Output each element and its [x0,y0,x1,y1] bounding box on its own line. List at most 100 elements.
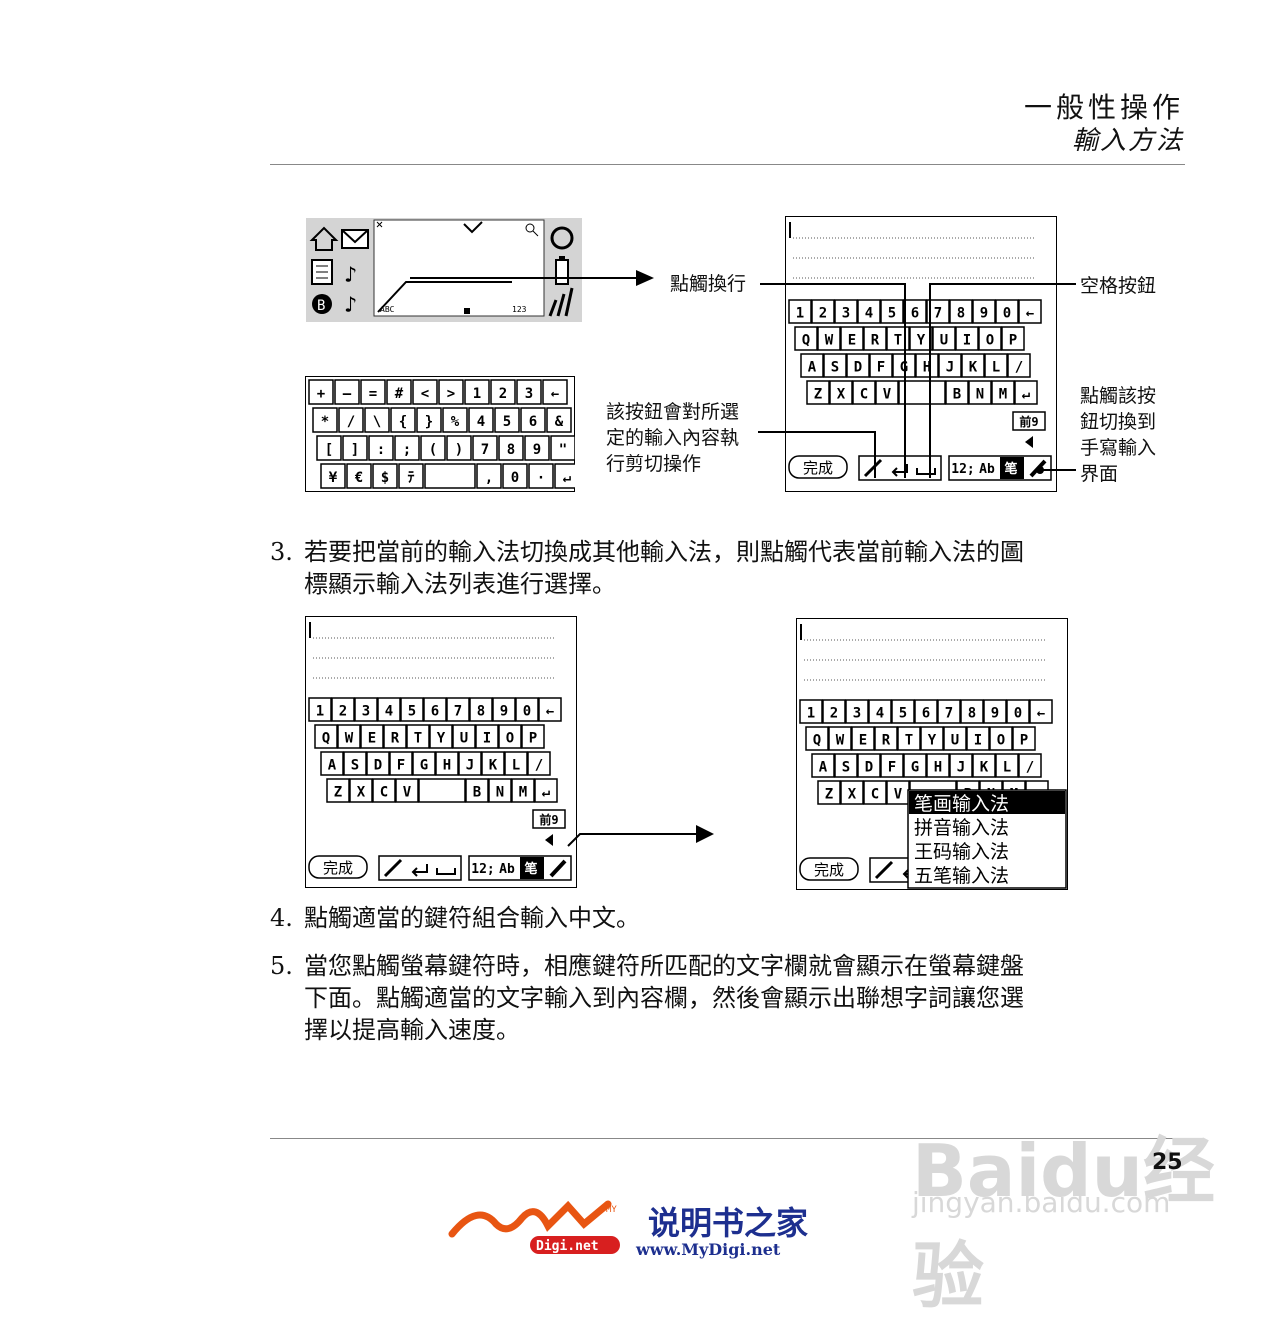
key[interactable]: 1 [788,299,812,324]
key[interactable]: C [863,780,887,805]
key[interactable]: P [521,724,545,749]
space-icon[interactable] [916,468,936,475]
key[interactable]: 4 [377,697,401,722]
done-button[interactable]: 完成 [799,857,859,881]
key[interactable]: 8 [949,299,973,324]
key[interactable]: R [863,326,887,351]
key[interactable]: 9 [492,697,516,722]
key[interactable]: M [511,778,535,803]
key[interactable]: / [338,407,364,433]
key[interactable]: ¥ [320,463,346,489]
key[interactable]: X [829,380,853,405]
key[interactable]: { [390,407,416,433]
key[interactable]: 3 [516,379,542,405]
key[interactable]: D [366,751,390,776]
key[interactable]: [ [316,435,342,461]
key[interactable]: Z [806,380,830,405]
key[interactable]: G [412,751,436,776]
key[interactable]: G [903,753,927,778]
newline-icon[interactable] [891,464,908,477]
key[interactable]: 5 [400,697,424,722]
key[interactable]: U [932,326,956,351]
key[interactable]: , [476,463,502,489]
key[interactable]: 0 [502,463,528,489]
key[interactable]: U [943,726,967,751]
key[interactable]: 4 [857,299,881,324]
key[interactable]: / [1007,353,1031,378]
key[interactable]: % [442,407,468,433]
key[interactable]: ↵ [1014,380,1038,405]
key[interactable]: 6 [914,699,938,724]
done-button[interactable]: 完成 [308,855,368,879]
key[interactable]: P [1012,726,1036,751]
key[interactable]: * [312,407,338,433]
key[interactable]: L [504,751,528,776]
key[interactable] [898,380,946,405]
key[interactable]: Q [805,726,829,751]
key[interactable]: X [349,778,373,803]
key[interactable]: J [458,751,482,776]
ime-menu-item[interactable]: 王码输入法 [914,841,1009,863]
key[interactable]: F [869,353,893,378]
ime-menu-item[interactable]: 拼音输入法 [914,817,1009,839]
key[interactable]: B [945,380,969,405]
key[interactable]: W [817,326,841,351]
key[interactable]: A [811,753,835,778]
key[interactable]: I [475,724,499,749]
ime-menu-item[interactable]: 笔画输入法 [909,791,1065,815]
key[interactable]: ← [538,697,562,722]
key[interactable]: 2 [822,699,846,724]
key[interactable]: T [897,726,921,751]
key[interactable]: S [834,753,858,778]
key[interactable]: 5 [494,407,520,433]
key[interactable]: S [343,751,367,776]
key[interactable]: B [465,778,489,803]
key[interactable]: Z [817,780,841,805]
key[interactable]: R [383,724,407,749]
key[interactable]: 0 [515,697,539,722]
key[interactable]: H [915,353,939,378]
key[interactable]: N [968,380,992,405]
key[interactable]: T [406,724,430,749]
key[interactable]: A [320,751,344,776]
key[interactable]: O [989,726,1013,751]
cut-icon[interactable] [383,858,403,878]
key[interactable]: V [886,780,910,805]
key[interactable]: ← [1029,699,1053,724]
key[interactable]: / [527,751,551,776]
key[interactable]: M [991,380,1015,405]
key[interactable]: ] [342,435,368,461]
key[interactable]: J [949,753,973,778]
key[interactable]: 3 [354,697,378,722]
key[interactable]: 9 [972,299,996,324]
key[interactable]: " [550,435,575,461]
key[interactable]: I [966,726,990,751]
key[interactable]: 7 [926,299,950,324]
newline-icon[interactable] [411,864,428,877]
key[interactable]: E [851,726,875,751]
key[interactable]: V [395,778,419,803]
key[interactable]: 2 [811,299,835,324]
key[interactable]: ; [394,435,420,461]
key[interactable]: 0 [1006,699,1030,724]
key[interactable]: \ [364,407,390,433]
key[interactable]: Z [326,778,350,803]
key[interactable]: F [389,751,413,776]
key[interactable]: E [360,724,384,749]
key[interactable]: W [828,726,852,751]
key[interactable]: + [308,379,334,405]
key[interactable]: T [886,326,910,351]
key[interactable]: 6 [423,697,447,722]
key[interactable]: € [346,463,372,489]
key[interactable]: 9 [983,699,1007,724]
key[interactable]: 4 [868,699,892,724]
key[interactable]: & [546,407,572,433]
pen-icon[interactable] [549,859,567,878]
key[interactable]: D [846,353,870,378]
key[interactable]: Y [429,724,453,749]
key[interactable]: 2 [490,379,516,405]
key[interactable]: — [334,379,360,405]
key[interactable]: > [438,379,464,405]
key[interactable]: 9 [524,435,550,461]
